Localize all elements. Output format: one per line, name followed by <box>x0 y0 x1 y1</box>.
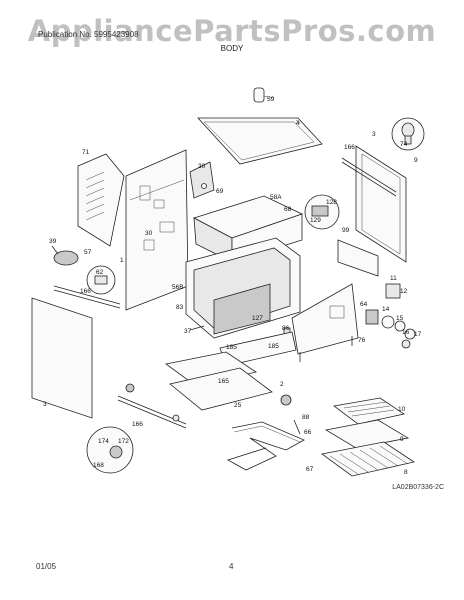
callout-30-a: 30 <box>198 163 206 170</box>
callout-3-left: 3 <box>43 401 47 408</box>
callout-67: 67 <box>306 466 314 473</box>
callout-71: 71 <box>82 149 90 156</box>
callout-127: 127 <box>252 315 263 322</box>
callout-168: 168 <box>93 462 104 469</box>
callout-129: 129 <box>310 217 321 224</box>
callout-56b: 56B <box>172 284 184 291</box>
callout-74: 74 <box>400 141 408 148</box>
callout-57: 57 <box>84 249 92 256</box>
part-165-drawer-liner[interactable] <box>165 351 257 387</box>
callout-166-left: 166 <box>80 288 91 295</box>
callout-9-top: 9 <box>414 157 418 164</box>
callout-3-right: 3 <box>372 131 376 138</box>
callout-76: 76 <box>358 337 366 344</box>
part-3-door-panel-right[interactable] <box>355 145 407 263</box>
part-174-detail-circle[interactable] <box>86 426 134 474</box>
callout-4: 4 <box>296 120 300 127</box>
oven-cavity[interactable] <box>185 237 301 339</box>
callout-165: 165 <box>218 378 229 385</box>
callout-8: 8 <box>404 469 408 476</box>
part-8-oven-rack[interactable] <box>321 441 415 477</box>
callout-11: 11 <box>390 275 397 282</box>
callout-17: 17 <box>414 331 422 338</box>
publication-number: Publication No. 5995423908 <box>38 30 139 39</box>
watermark: AppliancePartsPros.com <box>27 14 437 48</box>
part-128-igniter[interactable] <box>304 194 340 230</box>
part-69-bracket[interactable] <box>189 161 215 199</box>
part-59-cap[interactable] <box>253 87 275 103</box>
callout-59: 59 <box>267 96 275 103</box>
part-166-handle-top[interactable] <box>341 157 397 197</box>
callout-86: 86 <box>282 325 290 332</box>
callout-39: 39 <box>49 238 57 245</box>
callout-88: 88 <box>302 414 310 421</box>
callout-25: 25 <box>234 402 242 409</box>
callout-69: 69 <box>216 188 224 195</box>
callout-1: 1 <box>120 257 124 264</box>
callout-16: 16 <box>402 329 410 336</box>
callout-12: 12 <box>400 288 408 295</box>
part-2-knob[interactable] <box>280 394 292 406</box>
footer-page-number: 4 <box>229 562 234 571</box>
callout-30-b: 30 <box>145 230 153 237</box>
section-title: BODY <box>220 44 244 53</box>
part-37-screw[interactable] <box>189 325 205 331</box>
callout-128: 128 <box>326 199 337 206</box>
callout-62: 62 <box>96 269 104 276</box>
part-74-light-bulb[interactable] <box>391 117 425 151</box>
part-166-bottom-handle[interactable] <box>117 383 187 429</box>
part-99-plate[interactable] <box>337 239 379 277</box>
footer-date: 01/05 <box>36 562 57 571</box>
part-10-broil-pan[interactable] <box>333 397 406 425</box>
part-11-switch[interactable] <box>385 283 401 299</box>
callout-166-bottom: 166 <box>132 421 143 428</box>
callout-37: 37 <box>184 328 192 335</box>
part-64-valve-assembly[interactable] <box>365 309 416 349</box>
callout-99: 99 <box>342 227 350 234</box>
callout-10: 10 <box>398 406 406 413</box>
part-62-detail[interactable] <box>86 265 116 295</box>
callout-14: 14 <box>382 306 390 313</box>
part-88-wire[interactable] <box>293 419 301 435</box>
diagram-code: LA02B07336-2C <box>392 484 444 491</box>
callout-83: 83 <box>176 304 184 311</box>
part-39-cord[interactable] <box>51 245 79 266</box>
part-4-cooktop[interactable] <box>197 117 323 165</box>
callout-64: 64 <box>360 301 368 308</box>
callout-166-top: 166 <box>344 144 355 151</box>
part-25-drawer[interactable] <box>169 367 273 411</box>
callout-58a: 58A <box>270 194 282 201</box>
callout-185-a: 185 <box>226 344 237 351</box>
callout-174: 174 <box>98 438 109 445</box>
callout-66: 66 <box>304 429 312 436</box>
part-71-rear-panel[interactable] <box>77 153 125 247</box>
callout-9-bottom: 9 <box>400 436 404 443</box>
part-3-door-panel-left[interactable] <box>31 297 93 419</box>
part-9-pan-base[interactable] <box>324 419 410 449</box>
callout-172: 172 <box>118 438 129 445</box>
part-67-bake-element[interactable] <box>226 421 305 471</box>
part-166-handle-left[interactable] <box>53 285 121 309</box>
callout-185-b: 185 <box>268 343 279 350</box>
callout-68: 68 <box>284 206 292 213</box>
callout-15: 15 <box>396 315 404 322</box>
part-76-door-frame[interactable] <box>291 283 359 362</box>
callout-2: 2 <box>280 381 284 388</box>
